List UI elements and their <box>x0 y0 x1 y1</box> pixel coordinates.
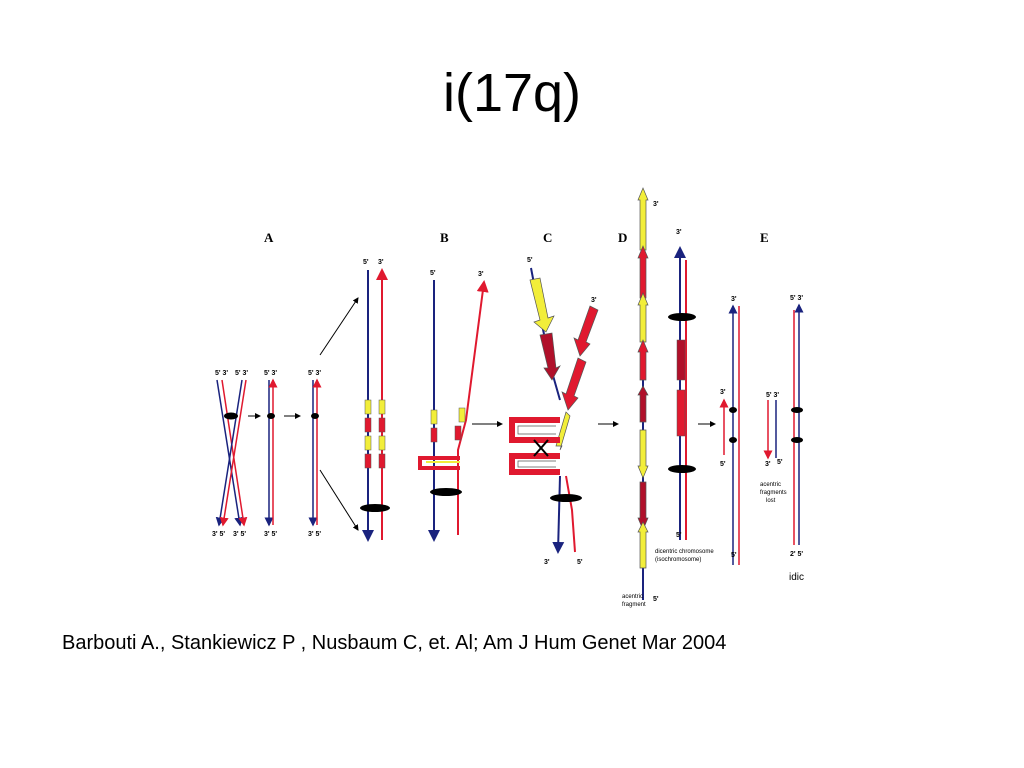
strand-label: 3' <box>676 229 682 236</box>
panel-label-c: C <box>543 230 552 245</box>
panel-label-e: E <box>760 230 769 245</box>
strand-label: 5' <box>731 552 737 559</box>
strand-label: 5' <box>430 270 436 277</box>
crossing-strand <box>215 379 243 527</box>
centromere <box>360 504 390 512</box>
centromere <box>729 437 737 443</box>
strand-label: 3' <box>720 389 726 396</box>
caption-fragments: fragments <box>760 490 787 496</box>
centromere <box>267 413 275 419</box>
strand-label: 5' <box>653 596 659 603</box>
strand-label: 5' 3' <box>790 295 803 302</box>
panel-label-b: B <box>440 230 449 245</box>
citation: Barbouti A., Stankiewicz P , Nusbaum C, … <box>62 632 727 654</box>
recombination-loop <box>509 417 560 475</box>
centromere <box>311 413 319 419</box>
strand-label: 5' 3' <box>235 370 248 377</box>
strand-label: 3' 5' <box>308 531 321 538</box>
crossing-strand <box>221 379 248 527</box>
zoom-arrow <box>319 297 359 356</box>
centromere <box>668 465 696 473</box>
slide-title: i(17q) <box>442 63 582 123</box>
panel-a-detail: 5' 3' <box>360 259 390 542</box>
caption-isochromosome: (isochromosome) <box>655 557 701 563</box>
repeat-segments <box>364 399 386 469</box>
strand-label: 5' 3' <box>264 370 277 377</box>
caption-idic: idic <box>789 572 804 583</box>
panel-label-a: A <box>264 230 274 245</box>
panel-b: 5' 3' <box>418 270 503 542</box>
strand-label: 3' 5' <box>233 531 246 538</box>
chromosome-rearrangement-figure: A B C D E 5' 3' 5' 3' 3' 5' 3' 5' 5' 3' … <box>212 187 804 608</box>
caption-acentric: acentric <box>622 594 643 600</box>
repeat-segments <box>418 407 466 470</box>
strand-label: 3' 5' <box>264 531 277 538</box>
strand-label: 5' <box>720 461 726 468</box>
panel-a: 5' 3' 5' 3' 3' 5' 3' 5' 5' 3' 3' 5' 5' 3… <box>212 297 359 538</box>
panel-label-d: D <box>618 230 627 245</box>
centromere <box>550 494 582 502</box>
strand-label: 5' 3' <box>766 392 779 399</box>
strand-label: 5' <box>777 459 783 466</box>
caption-dicentric: dicentric chromosome <box>655 549 714 555</box>
crossing-strand <box>219 379 247 527</box>
repeat-arrows <box>637 187 649 569</box>
centromere <box>430 488 462 496</box>
centromere <box>729 407 737 413</box>
centromere <box>791 407 803 413</box>
panel-d: 3' 5' acentric fragment 3' 5' dicentric … <box>622 187 716 608</box>
panel-e: 3' 5' 3' 5' 5' 3' 3' 5' acentric fragmen… <box>719 295 804 583</box>
repeat-arrow <box>529 277 555 333</box>
crossing-strand <box>216 379 244 527</box>
strand-label: 3' <box>765 461 771 468</box>
strand-label: 3' <box>378 259 384 266</box>
strand-label: 3' <box>591 297 597 304</box>
caption-acentric: acentric <box>760 482 781 488</box>
crossover-mark <box>533 439 549 457</box>
strand-label: 2' 5' <box>790 551 803 558</box>
centromere <box>791 437 803 443</box>
strand-label: 3' <box>653 201 659 208</box>
strand-label: 3' <box>478 271 484 278</box>
caption-lost: lost <box>766 498 776 504</box>
repeat-segment <box>676 339 686 381</box>
repeat-arrow <box>539 332 561 381</box>
panel-c: 5' 3' 3' 5' <box>509 257 619 566</box>
repeat-arrow <box>561 357 587 411</box>
strand <box>552 475 565 554</box>
strand-label: 3' 5' <box>212 531 225 538</box>
strand-label: 5' <box>527 257 533 264</box>
centromere <box>668 313 696 321</box>
zoom-arrow <box>319 469 359 531</box>
strand-label: 5' <box>676 532 682 539</box>
strand-label: 5' 3' <box>215 370 228 377</box>
strand-label: 3' <box>544 559 550 566</box>
strand-label: 5' <box>577 559 583 566</box>
caption-fragment: fragment <box>622 602 646 608</box>
repeat-segment <box>676 389 686 437</box>
strand <box>565 475 576 553</box>
repeat-arrow <box>573 305 599 357</box>
strand-label: 3' <box>731 296 737 303</box>
strand-label: 5' 3' <box>308 370 321 377</box>
strand-label: 5' <box>363 259 369 266</box>
centromere <box>224 412 238 420</box>
